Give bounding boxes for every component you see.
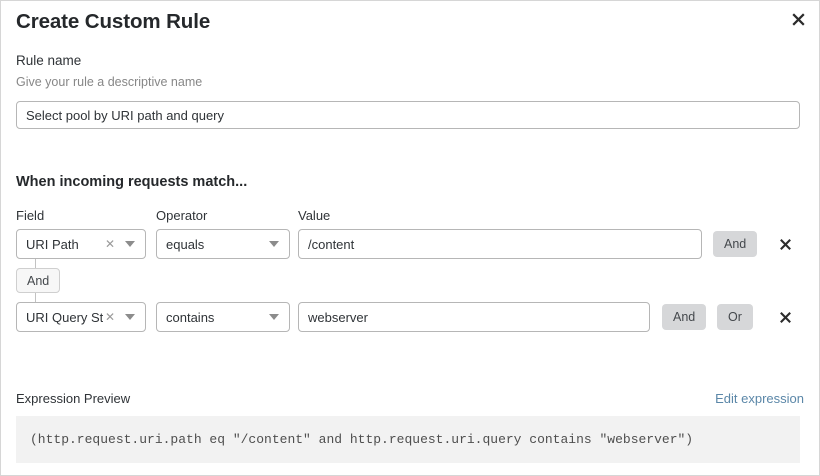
value-input-1[interactable]: [298, 302, 650, 332]
operator-select-0[interactable]: equals: [156, 229, 290, 259]
clear-icon[interactable]: ✕: [104, 309, 115, 324]
delete-row-glyph: [779, 311, 791, 323]
delete-row-glyph: [779, 238, 791, 250]
row-or-button-1[interactable]: Or: [717, 304, 753, 330]
condition-row: URI Path ✕ equals And: [1, 229, 819, 259]
field-select-0[interactable]: URI Path ✕: [16, 229, 146, 259]
expression-preview-box: (http.request.uri.path eq "/content" and…: [16, 416, 800, 463]
expression-preview-text: (http.request.uri.path eq "/content" and…: [30, 432, 694, 447]
column-header-field: Field: [16, 208, 45, 223]
value-input-0[interactable]: [298, 229, 702, 259]
column-header-value: Value: [298, 208, 331, 223]
operator-select-1[interactable]: contains: [156, 302, 290, 332]
delete-row-icon[interactable]: [772, 230, 798, 258]
expression-preview-label: Expression Preview: [16, 391, 131, 406]
operator-select-value-0: equals: [166, 236, 205, 252]
group-logic-and-button[interactable]: And: [16, 268, 61, 293]
rule-name-input[interactable]: [16, 101, 800, 129]
close-glyph: [791, 12, 805, 26]
close-icon[interactable]: [786, 7, 810, 31]
chevron-down-icon[interactable]: [121, 241, 145, 247]
match-section-heading: When incoming requests match...: [16, 174, 248, 190]
edit-expression-link[interactable]: Edit expression: [715, 391, 804, 406]
clear-icon[interactable]: ✕: [104, 236, 115, 251]
group-connector-line-top: [35, 259, 36, 268]
delete-row-icon[interactable]: [772, 303, 798, 331]
field-select-value-1: URI Query St...: [26, 309, 103, 325]
field-select-value-0: URI Path: [26, 236, 79, 252]
column-header-operator: Operator: [156, 208, 208, 223]
page-title: Create Custom Rule: [16, 10, 211, 33]
operator-select-value-1: contains: [166, 309, 215, 325]
row-and-button-1[interactable]: And: [662, 304, 707, 330]
group-connector-line-bottom: [35, 293, 36, 302]
rule-name-label: Rule name: [16, 53, 82, 68]
row-and-button-0[interactable]: And: [713, 231, 758, 257]
chevron-down-icon[interactable]: [121, 314, 145, 320]
chevron-down-icon[interactable]: [265, 314, 289, 320]
rule-name-help-text: Give your rule a descriptive name: [16, 75, 203, 89]
chevron-down-icon[interactable]: [265, 241, 289, 247]
condition-row: URI Query St... ✕ contains And Or: [1, 302, 819, 332]
field-select-1[interactable]: URI Query St... ✕: [16, 302, 146, 332]
